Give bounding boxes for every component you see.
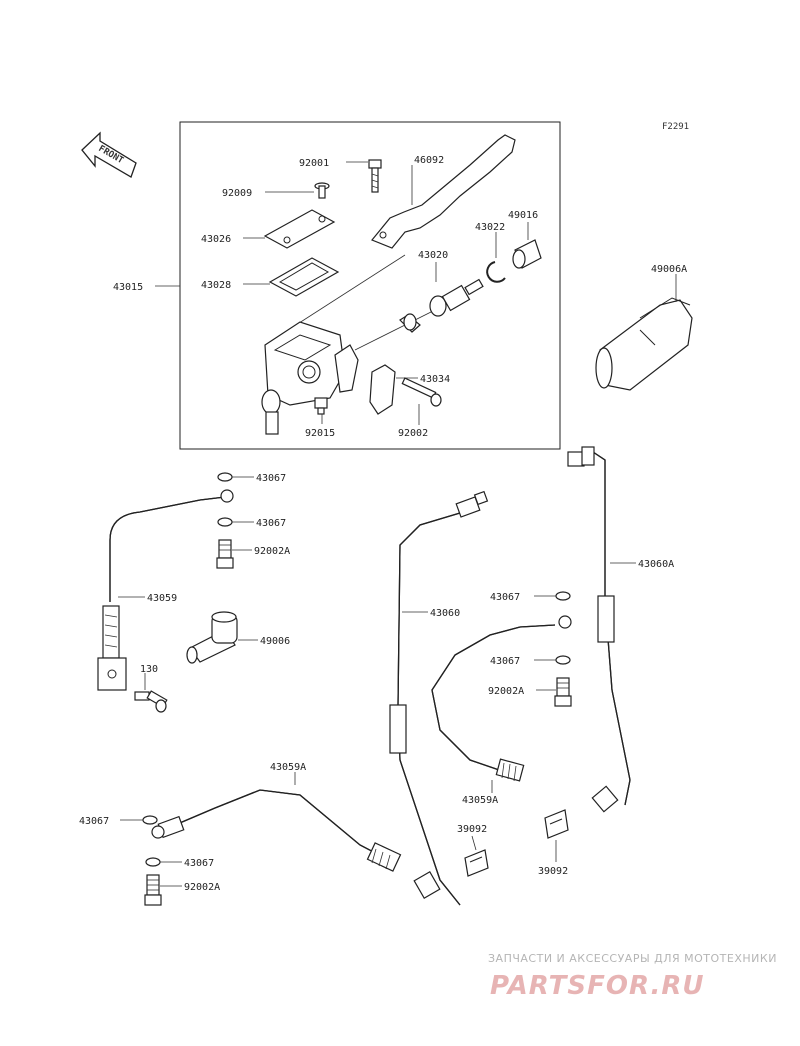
figure-code: F2291	[662, 122, 689, 132]
label-49016: 49016	[508, 210, 538, 221]
diaphragm-43028	[268, 257, 340, 297]
washer-43067-b	[217, 517, 233, 527]
clip-39092-a	[464, 849, 489, 877]
hose-43059A-bottom	[151, 789, 402, 872]
washer-43067-a	[217, 472, 233, 482]
bolt-130	[134, 690, 168, 713]
washer-43067-e	[142, 815, 158, 825]
watermark-subtitle: ЗАПЧАСТИ И АКСЕССУАРЫ ДЛЯ МОТОТЕХНИКИ	[488, 952, 777, 965]
bolt-92002	[401, 377, 442, 407]
hose-43059A-mid	[431, 615, 572, 782]
circlip-43022	[486, 261, 506, 283]
label-92002A-b: 92002A	[488, 686, 524, 697]
cap-43026	[263, 209, 336, 249]
bolt-92002A-c	[144, 874, 162, 906]
label-43067-e: 43067	[79, 816, 109, 827]
label-49006: 49006	[260, 636, 290, 647]
front-arrow-icon: FRONT	[81, 131, 137, 178]
label-43060A: 43060A	[638, 559, 674, 570]
piston-kit-43020	[399, 278, 484, 333]
label-43067-c: 43067	[490, 592, 520, 603]
label-92015: 92015	[305, 428, 335, 439]
watermark-brand: PARTSFOR.RU	[490, 971, 704, 1001]
label-92002A-a: 92002A	[254, 546, 290, 557]
hose-43059	[97, 489, 234, 691]
label-130: 130	[140, 664, 158, 675]
master-cylinder-body	[261, 321, 359, 435]
clip-39092-b	[544, 809, 569, 839]
bolt-92002A-a	[216, 539, 234, 569]
bolt-92001	[368, 159, 382, 193]
washer-43067-c	[555, 591, 571, 601]
label-43015: 43015	[113, 282, 143, 293]
brake-line-43060	[389, 490, 489, 906]
screw-92015	[314, 397, 328, 415]
label-92002A-c: 92002A	[184, 882, 220, 893]
label-43034: 43034	[420, 374, 450, 385]
bolt-92002A-b	[554, 677, 572, 707]
label-43028: 43028	[201, 280, 231, 291]
clamp-43034	[369, 364, 396, 415]
label-43059: 43059	[147, 593, 177, 604]
label-92001: 92001	[299, 158, 329, 169]
washer-43067-f	[145, 857, 161, 867]
label-43067-d: 43067	[490, 656, 520, 667]
label-43059A-mid: 43059A	[462, 795, 498, 806]
label-46092: 46092	[414, 155, 444, 166]
label-43026: 43026	[201, 234, 231, 245]
label-43067-a: 43067	[256, 473, 286, 484]
boot-49016	[512, 239, 542, 269]
cover-49006	[186, 611, 238, 664]
label-49006A: 49006A	[651, 264, 687, 275]
assembly-box	[179, 121, 561, 450]
label-43060: 43060	[430, 608, 460, 619]
label-39092-a: 39092	[457, 824, 487, 835]
screw-92009	[314, 182, 330, 199]
label-92009: 92009	[222, 188, 252, 199]
label-39092-b: 39092	[538, 866, 568, 877]
label-43067-b: 43067	[256, 518, 286, 529]
washer-43067-d	[555, 655, 571, 665]
label-43059A-top: 43059A	[270, 762, 306, 773]
cover-49006A	[595, 297, 693, 391]
label-43067-f: 43067	[184, 858, 214, 869]
label-43020: 43020	[418, 250, 448, 261]
lever-46092	[371, 134, 516, 249]
label-92002: 92002	[398, 428, 428, 439]
label-43022: 43022	[475, 222, 505, 233]
brake-line-43060A	[567, 446, 631, 813]
